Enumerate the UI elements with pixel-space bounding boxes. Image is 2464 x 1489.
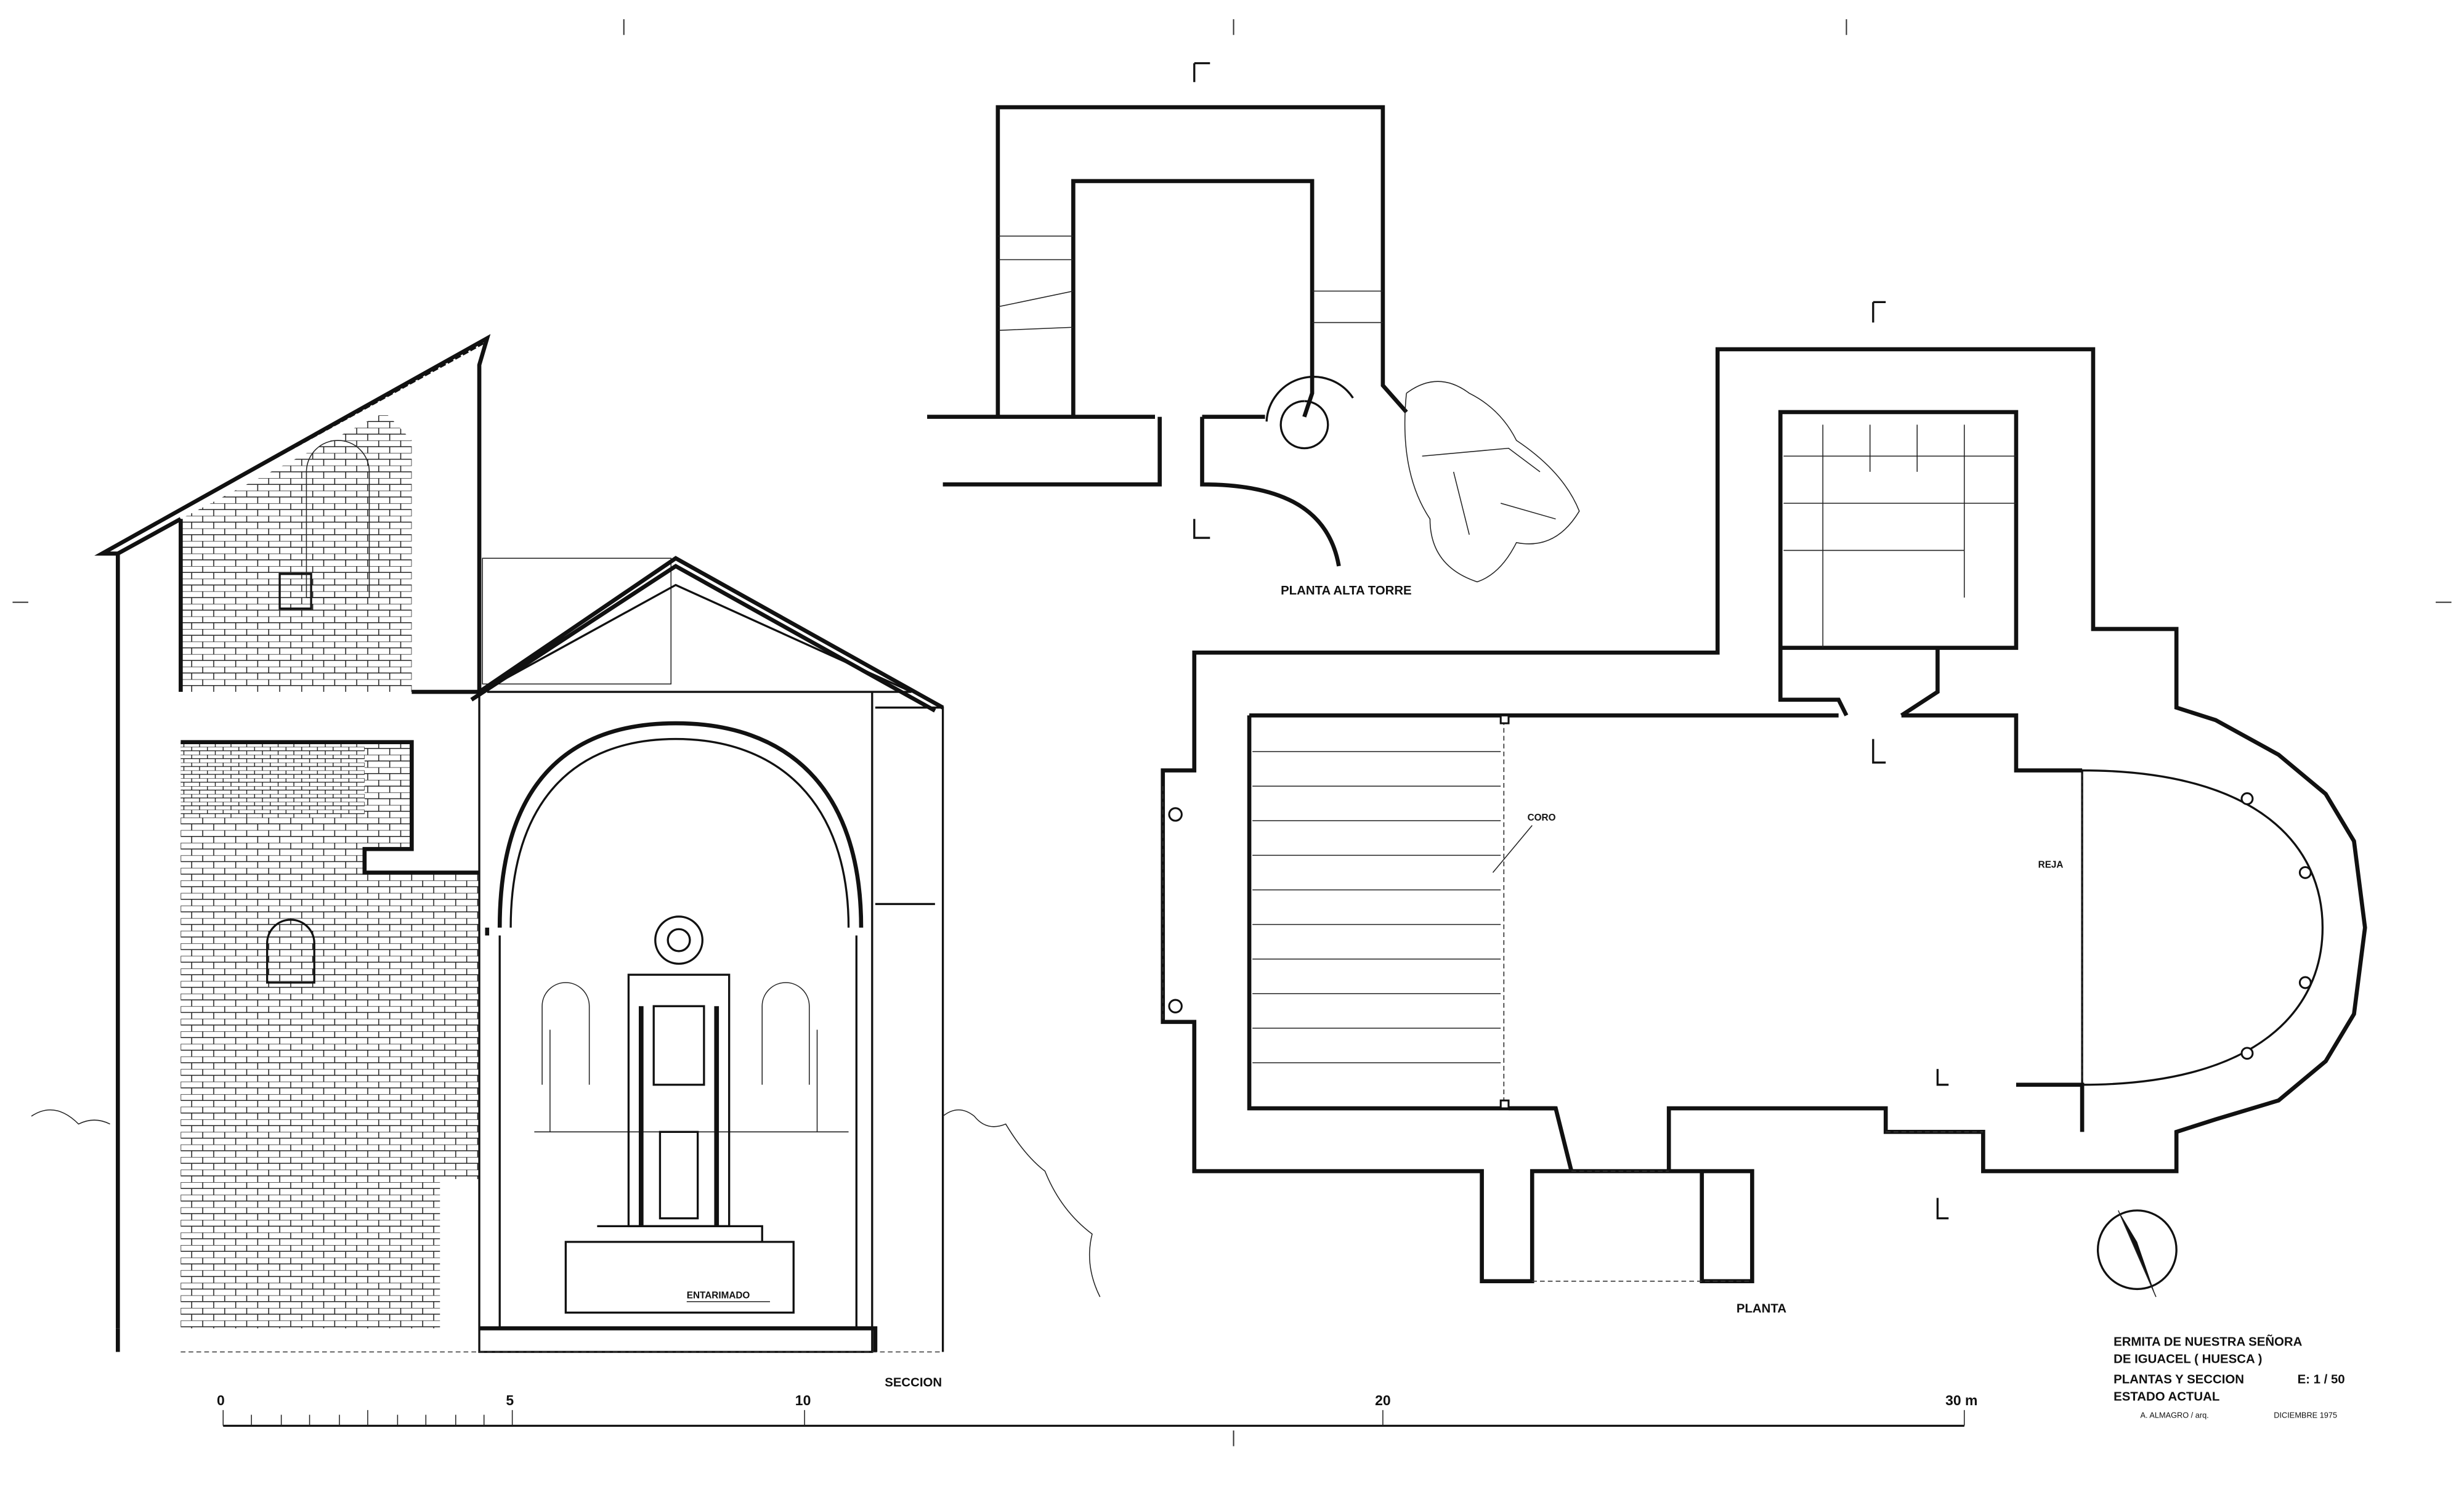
section-drawing: ENTARIMADO SECCION [31, 334, 1101, 1390]
title-line-1: ERMITA DE NUESTRA SEÑORA [2113, 1334, 2303, 1349]
scale-bar: 0 5 10 20 30 m [217, 1392, 1977, 1427]
label-coro: CORO [1528, 813, 1556, 823]
title-scale: E: 1 / 50 [2298, 1373, 2345, 1386]
scale-tick-5: 5 [506, 1392, 514, 1408]
column-bases [1168, 714, 2312, 1110]
tower-upper-plan: PLANTA ALTA TORRE [927, 62, 1580, 598]
main-plan: CORO REJA PLANTA [1161, 301, 2367, 1316]
label-entarimado: ENTARIMADO [687, 1291, 750, 1301]
title-line-4: ESTADO ACTUAL [2113, 1390, 2219, 1404]
title-date: DICIEMBRE 1975 [2274, 1411, 2337, 1420]
title-block: ERMITA DE NUESTRA SEÑORA DE IGUACEL ( HU… [2113, 1334, 2345, 1419]
title-line-2: DE IGUACEL ( HUESCA ) [2113, 1352, 2262, 1366]
tower-lower-masonry [180, 742, 480, 1329]
label-planta-alta-torre: PLANTA ALTA TORRE [1281, 584, 1412, 598]
scale-tick-20: 20 [1375, 1392, 1391, 1408]
altarpiece [564, 915, 795, 1314]
tower-upper-masonry [180, 412, 412, 692]
scale-tick-30: 30 m [1945, 1392, 1977, 1408]
scale-tick-0: 0 [217, 1392, 225, 1408]
title-author: A. ALMAGRO / arq. [2140, 1411, 2208, 1420]
label-reja: REJA [2038, 860, 2064, 870]
sheet-registration-marks [12, 19, 2452, 1446]
title-line-3: PLANTAS Y SECCION [2113, 1373, 2244, 1386]
north-arrow-icon [2096, 1209, 2178, 1297]
scale-tick-10: 10 [795, 1392, 811, 1408]
label-seccion: SECCION [885, 1376, 942, 1390]
label-planta: PLANTA [1737, 1302, 1786, 1316]
